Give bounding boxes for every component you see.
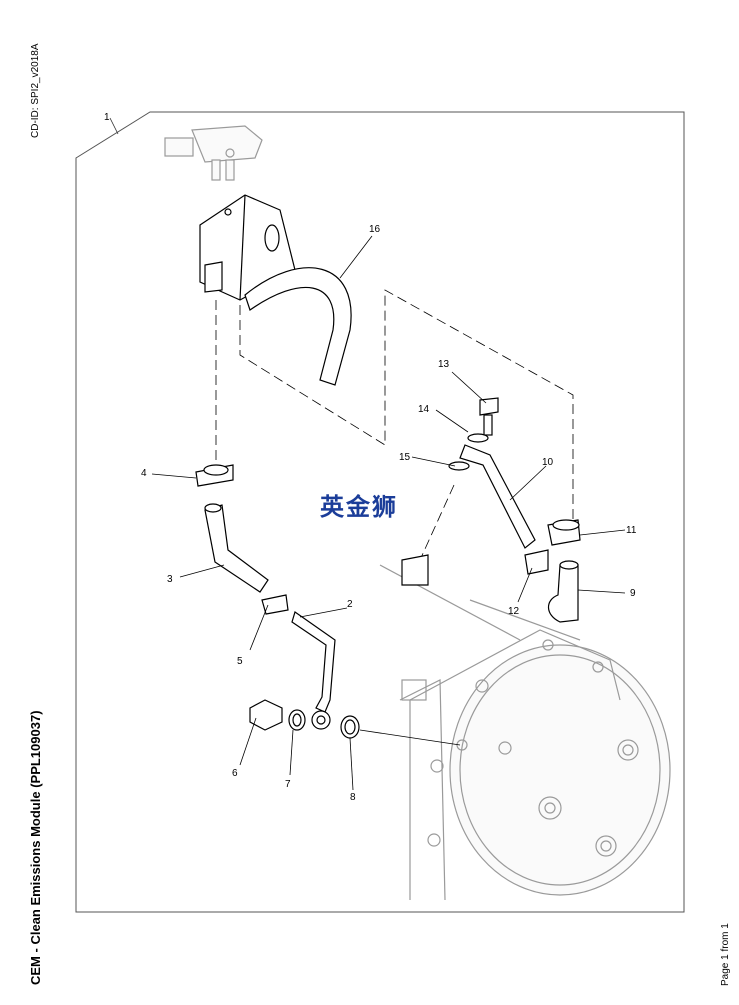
callout-leaders (151, 235, 626, 791)
hose-assembly (195, 464, 289, 615)
callout-5: 5 (237, 656, 243, 667)
callout-16: 16 (369, 224, 381, 235)
callout-6: 6 (232, 768, 238, 779)
callout-10: 10 (542, 457, 554, 468)
callout-3: 3 (167, 574, 173, 585)
callout-11: 11 (626, 525, 637, 536)
callout-15: 15 (399, 452, 411, 463)
pressure-sensor (164, 125, 263, 181)
pipe-assembly (249, 611, 360, 739)
callout-14: 14 (418, 404, 430, 415)
return-pipe-assembly (401, 397, 581, 623)
callout-1: 1 (104, 112, 110, 123)
diagram-frame (75, 111, 685, 913)
callout-numbers: 1 2 3 4 5 6 7 8 9 10 11 12 13 14 15 16 (104, 112, 637, 803)
callout-8: 8 (350, 792, 356, 803)
bracket (199, 194, 352, 386)
watermark-logo: 英金狮 (320, 494, 398, 521)
callout-9: 9 (630, 588, 636, 599)
callout-4: 4 (141, 468, 147, 479)
callout-13: 13 (438, 359, 450, 370)
engine-housing (379, 564, 671, 901)
fastening-line (359, 729, 461, 746)
callout-2: 2 (347, 599, 353, 610)
callout-7: 7 (285, 779, 291, 790)
callout-12: 12 (508, 606, 520, 617)
leader-line (109, 117, 119, 135)
assembly-lines (215, 289, 574, 561)
